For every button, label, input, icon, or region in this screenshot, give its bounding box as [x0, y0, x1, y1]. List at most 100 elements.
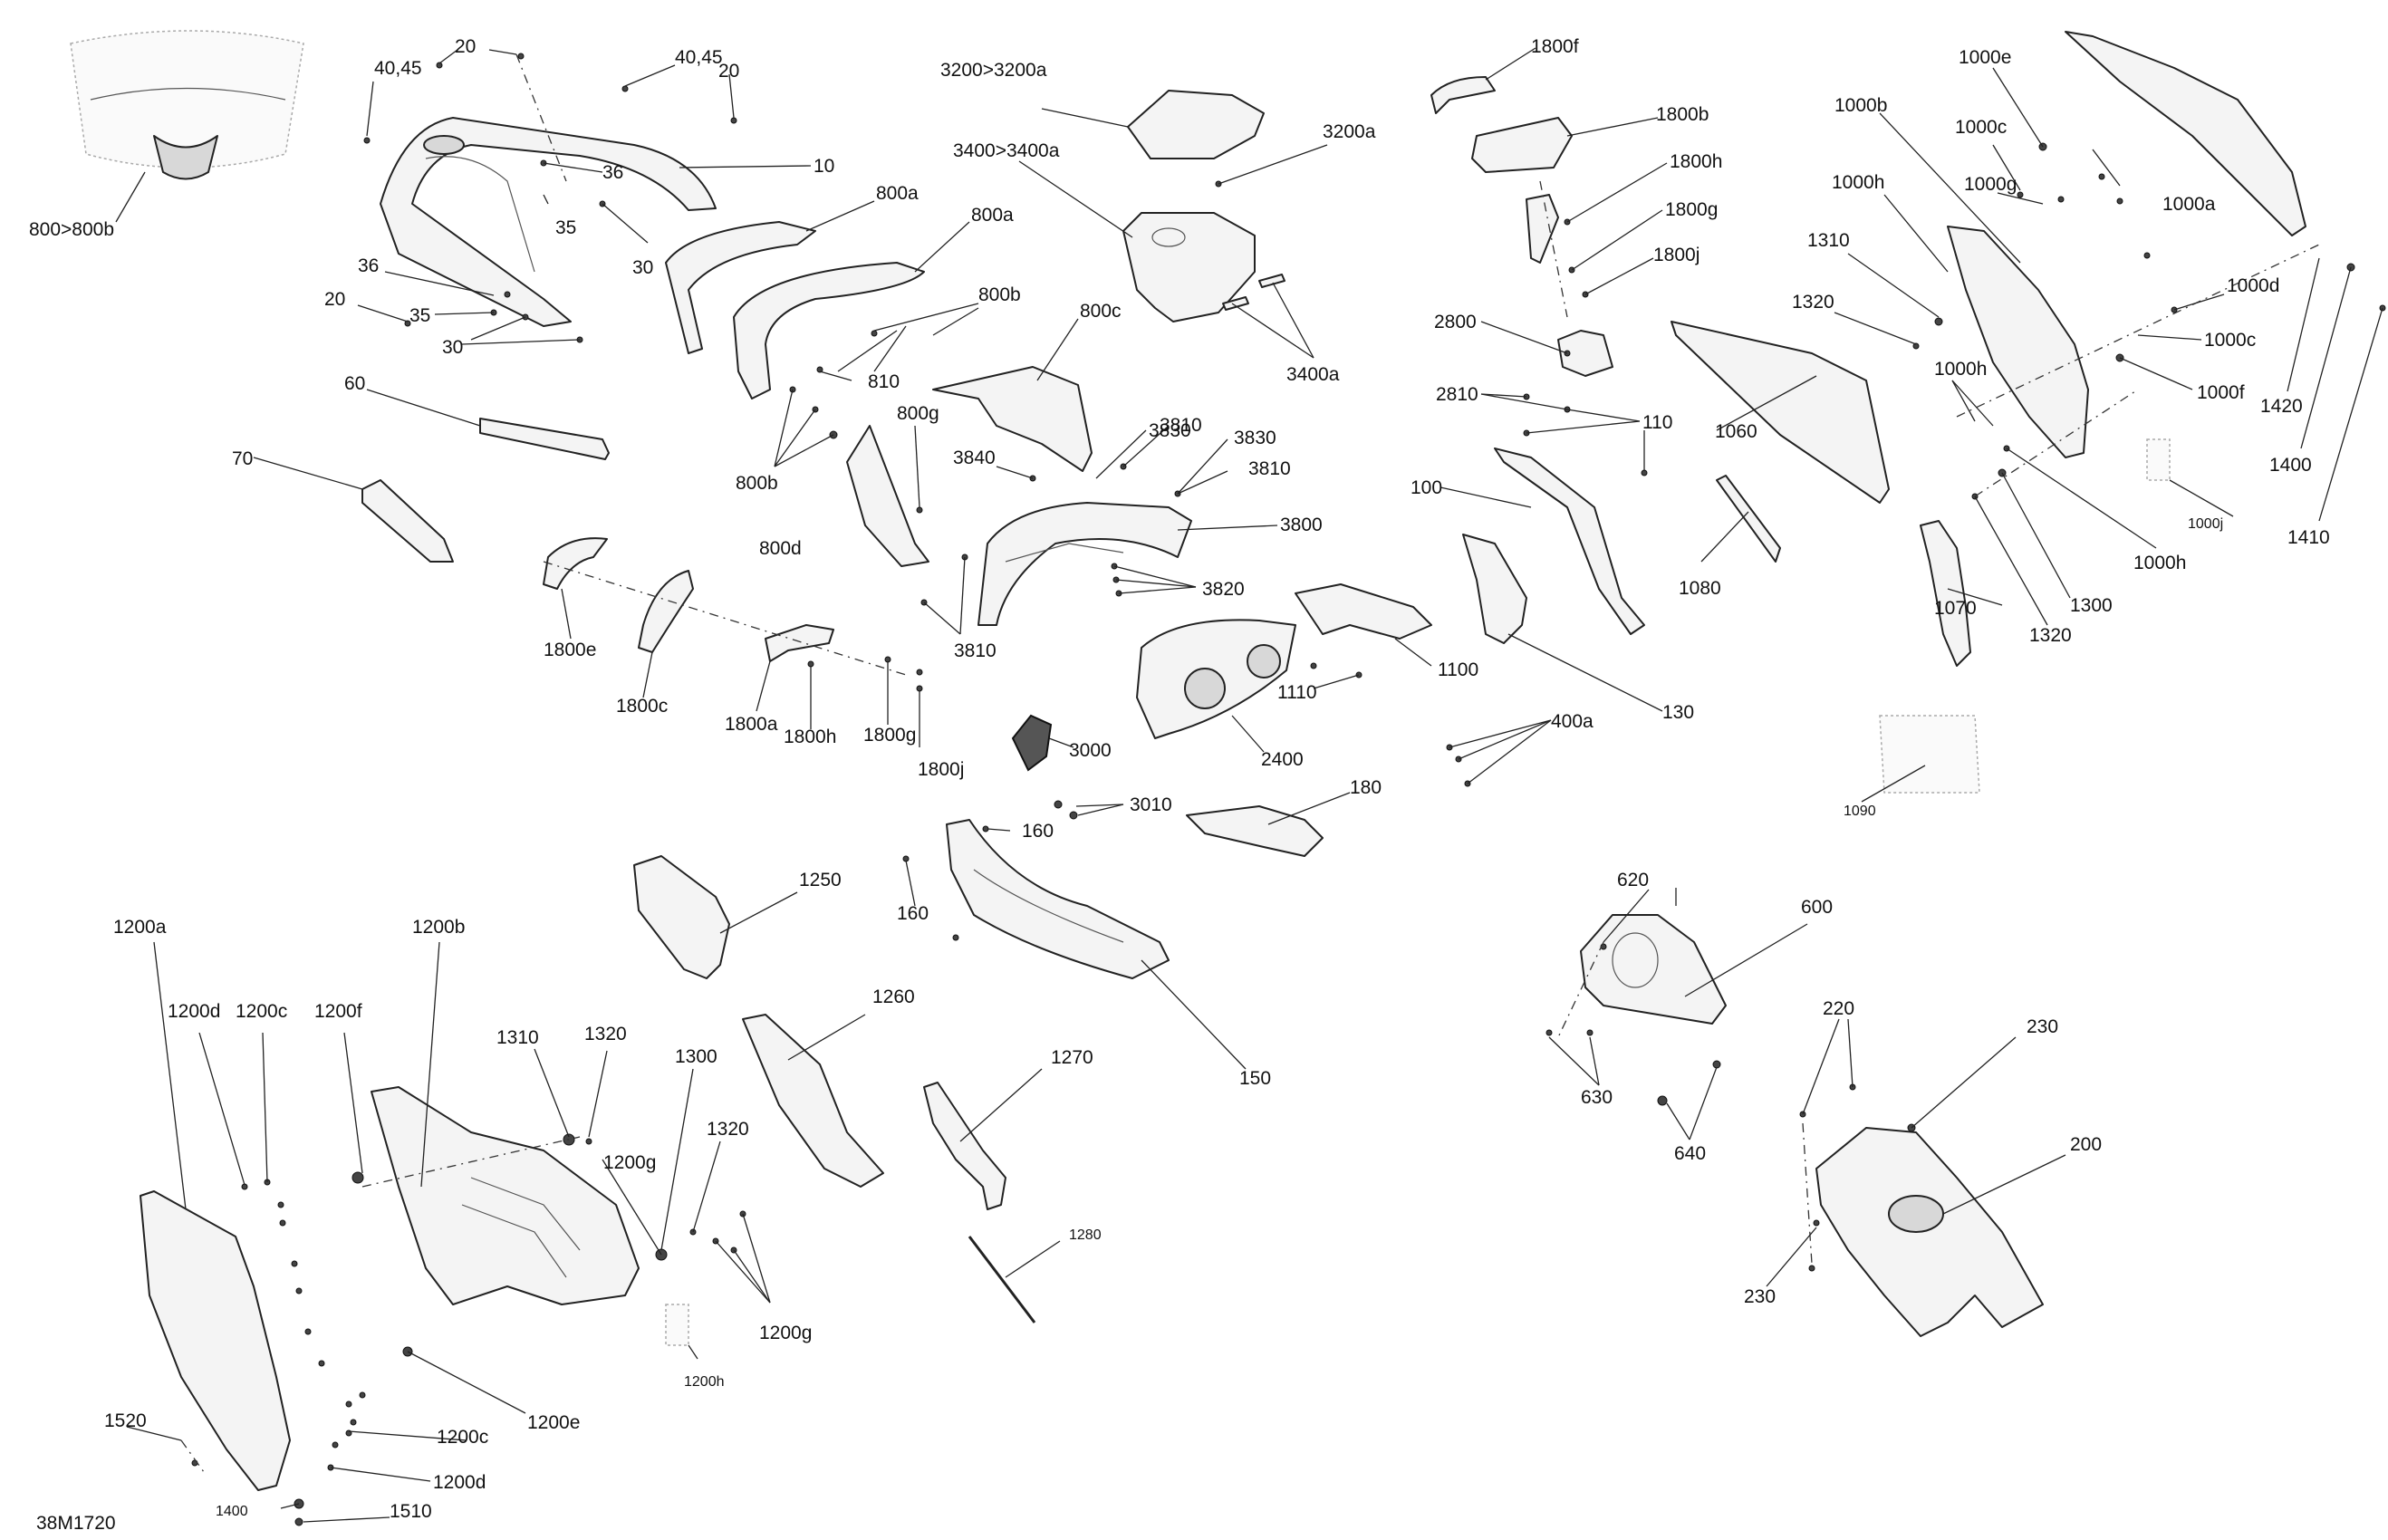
callout-label: 630: [1581, 1087, 1613, 1108]
callout-label: 1000b: [1834, 95, 1887, 116]
part-3000: [1011, 714, 1053, 772]
callout-label: 1800g: [1665, 199, 1718, 220]
callout-label: 3010: [1130, 794, 1172, 815]
callout-label: 1200g: [759, 1323, 812, 1343]
callout-label: 800a: [876, 183, 919, 204]
part-130: [1462, 534, 1527, 644]
callout-label: 1000f: [2197, 382, 2245, 403]
callout-label: 1000c: [1955, 117, 2007, 138]
callout-labels: 800>800b 40,45 20 40,45 20 10 36 35 30 3…: [29, 36, 2330, 1534]
windshield-thumbnail: [70, 30, 304, 180]
callout-label: 1800f: [1531, 36, 1579, 57]
callout-label: 1310: [1807, 230, 1850, 251]
part-1800a: [765, 624, 834, 662]
callout-label: 1310: [496, 1027, 539, 1048]
callout-label: 1520: [104, 1410, 147, 1431]
callout-label: 800>800b: [29, 219, 114, 240]
callout-label: 1420: [2260, 396, 2303, 417]
callout-label: 1200b: [412, 917, 465, 938]
callout-label: 36: [602, 162, 623, 183]
callout-label: 3830: [1149, 420, 1191, 441]
callout-label: 1090: [1844, 804, 1876, 819]
part-180: [1186, 805, 1324, 857]
part-3400-bin: [1122, 212, 1256, 322]
callout-label: 160: [1022, 821, 1054, 842]
callout-label: 3400>3400a: [953, 140, 1060, 161]
callout-label: 1200e: [527, 1412, 580, 1433]
callout-label: 1270: [1051, 1047, 1093, 1068]
callout-label: 1000a: [2162, 194, 2216, 215]
callout-label: 1000d: [2227, 275, 2279, 296]
callout-label: 1300: [2070, 595, 2113, 616]
callout-label: 3800: [1280, 515, 1323, 535]
part-1200h: [665, 1304, 689, 1346]
callout-label: 2800: [1434, 312, 1477, 332]
part-600: [1580, 914, 1727, 1025]
callout-label: 3810: [1160, 415, 1202, 436]
callout-label: 620: [1617, 870, 1649, 890]
callout-label: 160: [897, 903, 929, 924]
callout-label: 220: [1823, 998, 1854, 1019]
callout-label: 800b: [978, 284, 1021, 305]
callout-label: 1320: [584, 1024, 627, 1044]
callout-label: 1800g: [863, 725, 916, 746]
part-800c-bracket: [932, 366, 1093, 472]
callout-label: 2400: [1261, 749, 1304, 770]
part-3400a-strip-a: [1222, 296, 1249, 311]
callout-label: 30: [442, 337, 463, 358]
callout-label: 40,45: [675, 47, 723, 68]
callout-label: 1000h: [2133, 553, 2186, 573]
callout-label: 1800h: [1670, 151, 1722, 172]
callout-label: 1320: [1792, 292, 1834, 313]
part-10-frame: [380, 117, 717, 327]
callout-label: 1320: [707, 1119, 749, 1140]
callout-label: 35: [409, 305, 430, 326]
callout-label: 3200a: [1323, 121, 1376, 142]
part-3400a-strip-b: [1258, 274, 1285, 288]
callout-label: 70: [232, 448, 253, 469]
callout-label: 800g: [897, 403, 939, 424]
callout-label: 1510: [390, 1501, 432, 1522]
part-1250: [633, 855, 730, 979]
callout-label: 3810: [1248, 458, 1291, 479]
part-1080-strip: [1716, 475, 1781, 563]
callout-label: 3200>3200a: [940, 60, 1047, 81]
part-1060: [1671, 321, 1890, 504]
part-1800c: [638, 570, 694, 653]
callout-label: 20: [718, 61, 739, 82]
callout-label: 1800b: [1656, 104, 1709, 125]
part-2400-headlight: [1136, 619, 1296, 739]
part-800d-panel: [846, 425, 929, 567]
fastener-markers: [191, 53, 2386, 1526]
callout-label: 3400a: [1286, 364, 1340, 385]
part-60-strip: [479, 418, 610, 460]
callout-label: 100: [1411, 477, 1442, 498]
callout-label: 400a: [1551, 711, 1594, 732]
part-1000b-panel: [1947, 226, 2089, 458]
part-1800b: [1471, 117, 1573, 173]
callout-label: 800d: [759, 538, 802, 559]
part-1800f: [1430, 76, 1496, 114]
callout-label: 1200d: [433, 1472, 486, 1493]
part-100-side-panel: [1494, 448, 1645, 635]
part-1270: [923, 1082, 1006, 1210]
part-1000j: [2146, 438, 2171, 481]
callout-label: 10: [814, 156, 834, 177]
callout-label: 1000h: [1832, 172, 1884, 193]
callout-label: 1200c: [236, 1001, 287, 1022]
leader-lines: [115, 47, 2383, 1523]
callout-label: 1200h: [684, 1374, 725, 1390]
callout-label: 810: [868, 371, 900, 392]
callout-label: 1400: [216, 1504, 248, 1519]
callout-label: 40,45: [374, 58, 422, 79]
part-70-bracket: [361, 479, 454, 563]
callout-label: 1250: [799, 870, 842, 890]
part-1090-hatch: [1879, 715, 1980, 794]
callout-label: 180: [1350, 777, 1382, 798]
callout-label: 800b: [736, 473, 778, 494]
callout-label: 20: [455, 36, 476, 57]
callout-label: 1110: [1277, 682, 1317, 703]
diagram-id: 38M1720: [36, 1513, 116, 1534]
part-150-lower-nose: [946, 819, 1170, 979]
callout-label: 1200g: [603, 1152, 656, 1173]
